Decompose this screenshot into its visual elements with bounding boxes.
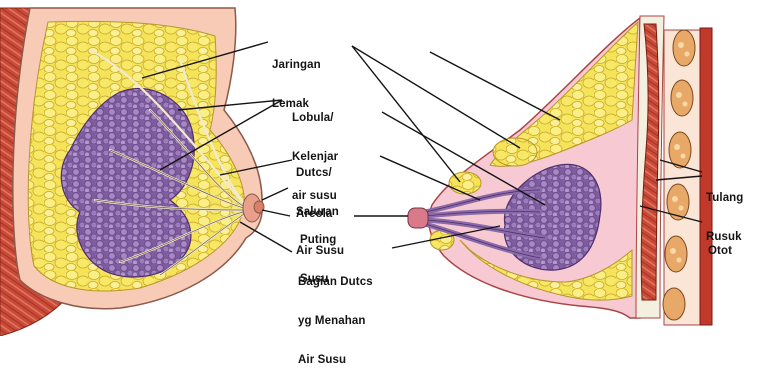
breast-anatomy-diagram: Jaringan Lemak Lobula/ Kelenjar air susu… (0, 0, 774, 336)
label-otot-line1: Otot (708, 245, 732, 258)
label-lobula-line1: Lobula/ (292, 112, 338, 125)
label-otot: Otot (708, 219, 732, 271)
label-tulang-line1: Tulang (706, 192, 743, 205)
label-bagian-line1: Bagian Dutcs (298, 276, 373, 289)
label-jaringan-lemak-line1: Jaringan (272, 59, 321, 72)
right-breast-figure (408, 16, 712, 325)
label-dutcs-line1: Dutcs/ (296, 167, 344, 180)
label-puting-line1: Puting (300, 234, 336, 247)
label-bagian-dutcs: Bagian Dutcs yg Menahan Air Susu (298, 250, 373, 380)
anatomy-illustration (0, 0, 774, 336)
label-bagian-line3: Air Susu (298, 354, 373, 367)
left-breast-figure (0, 8, 264, 336)
label-bagian-line2: yg Menahan (298, 315, 373, 328)
